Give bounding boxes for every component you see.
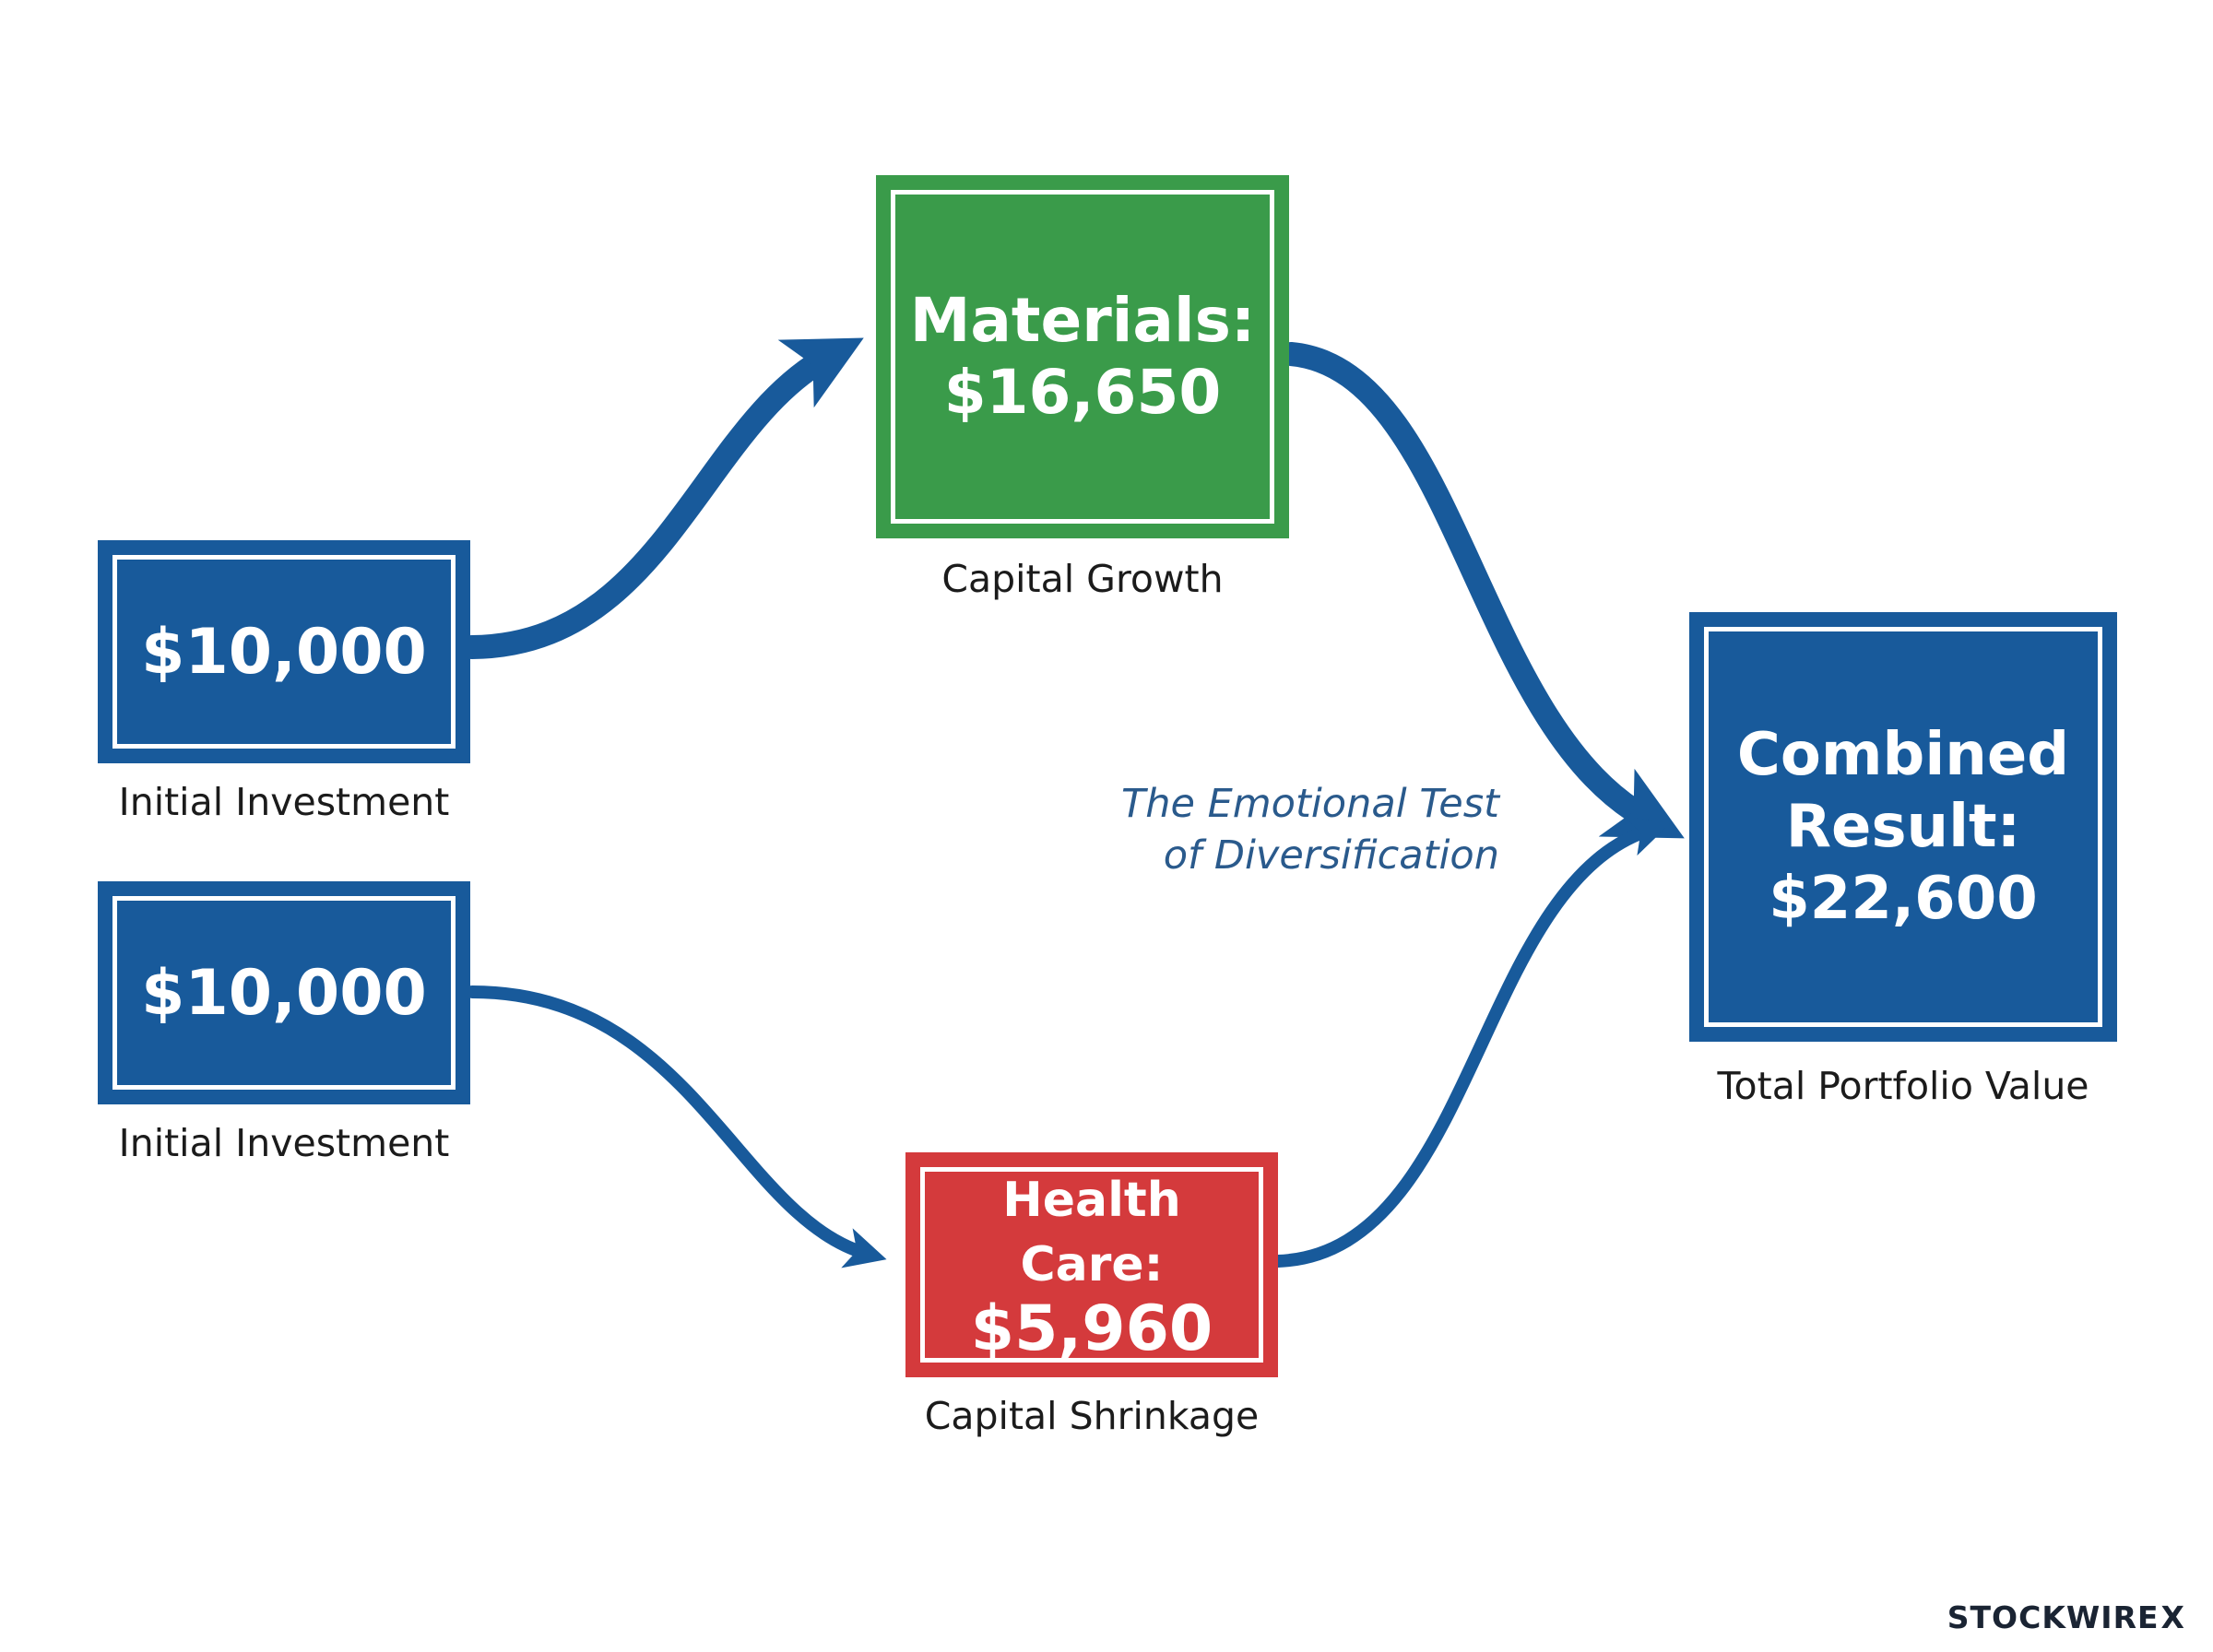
arrow-materials-to-combined [1279,342,1685,839]
combined-result-line1: Combined [1736,721,2070,789]
brand-x-icon: X [2160,1599,2185,1635]
combined-result-amount: $22,600 [1769,865,2038,933]
materials-label: Materials: [909,285,1256,356]
initial-investment-bottom-amount: $10,000 [141,956,427,1030]
initial-investment-bottom-caption: Initial Investment [118,1121,450,1165]
emotional-test-note: The Emotional Test of Diversification [1070,778,1499,881]
arrow-initial-to-health-care [466,985,887,1268]
health-care-caption: Capital Shrinkage [924,1394,1260,1438]
emotional-test-note-line2: of Diversification [1163,832,1499,879]
materials-box: Materials: $16,650 [876,175,1289,538]
arrow-initial-to-materials [460,337,864,659]
materials-caption: Capital Growth [941,557,1224,601]
materials-frame: Materials: $16,650 [891,190,1274,524]
stockwire-logo: STOCKWIREX [1947,1599,2185,1635]
initial-investment-bottom-frame: $10,000 [112,896,456,1090]
arrow-health-care-to-combined [1272,816,1671,1268]
health-care-frame: Health Care: $5,960 [920,1167,1263,1363]
brand-name: STOCKWIRE [1947,1599,2160,1635]
materials-amount: $16,650 [943,357,1222,428]
initial-investment-top-amount: $10,000 [141,615,427,689]
health-care-amount: $5,960 [970,1292,1213,1365]
health-care-label: Health Care: [1002,1173,1181,1292]
emotional-test-note-line1: The Emotional Test [1120,781,1499,827]
combined-result-frame: Combined Result: $22,600 [1704,627,2102,1027]
combined-result-line2: Result: [1785,793,2021,861]
health-care-box: Health Care: $5,960 [905,1152,1278,1377]
initial-investment-bottom-box: $10,000 [98,881,470,1104]
initial-investment-top-frame: $10,000 [112,555,456,749]
initial-investment-top-caption: Initial Investment [118,780,450,824]
initial-investment-top-box: $10,000 [98,540,470,763]
combined-result-caption: Total Portfolio Value [1717,1064,2089,1108]
combined-result-box: Combined Result: $22,600 [1689,612,2117,1042]
